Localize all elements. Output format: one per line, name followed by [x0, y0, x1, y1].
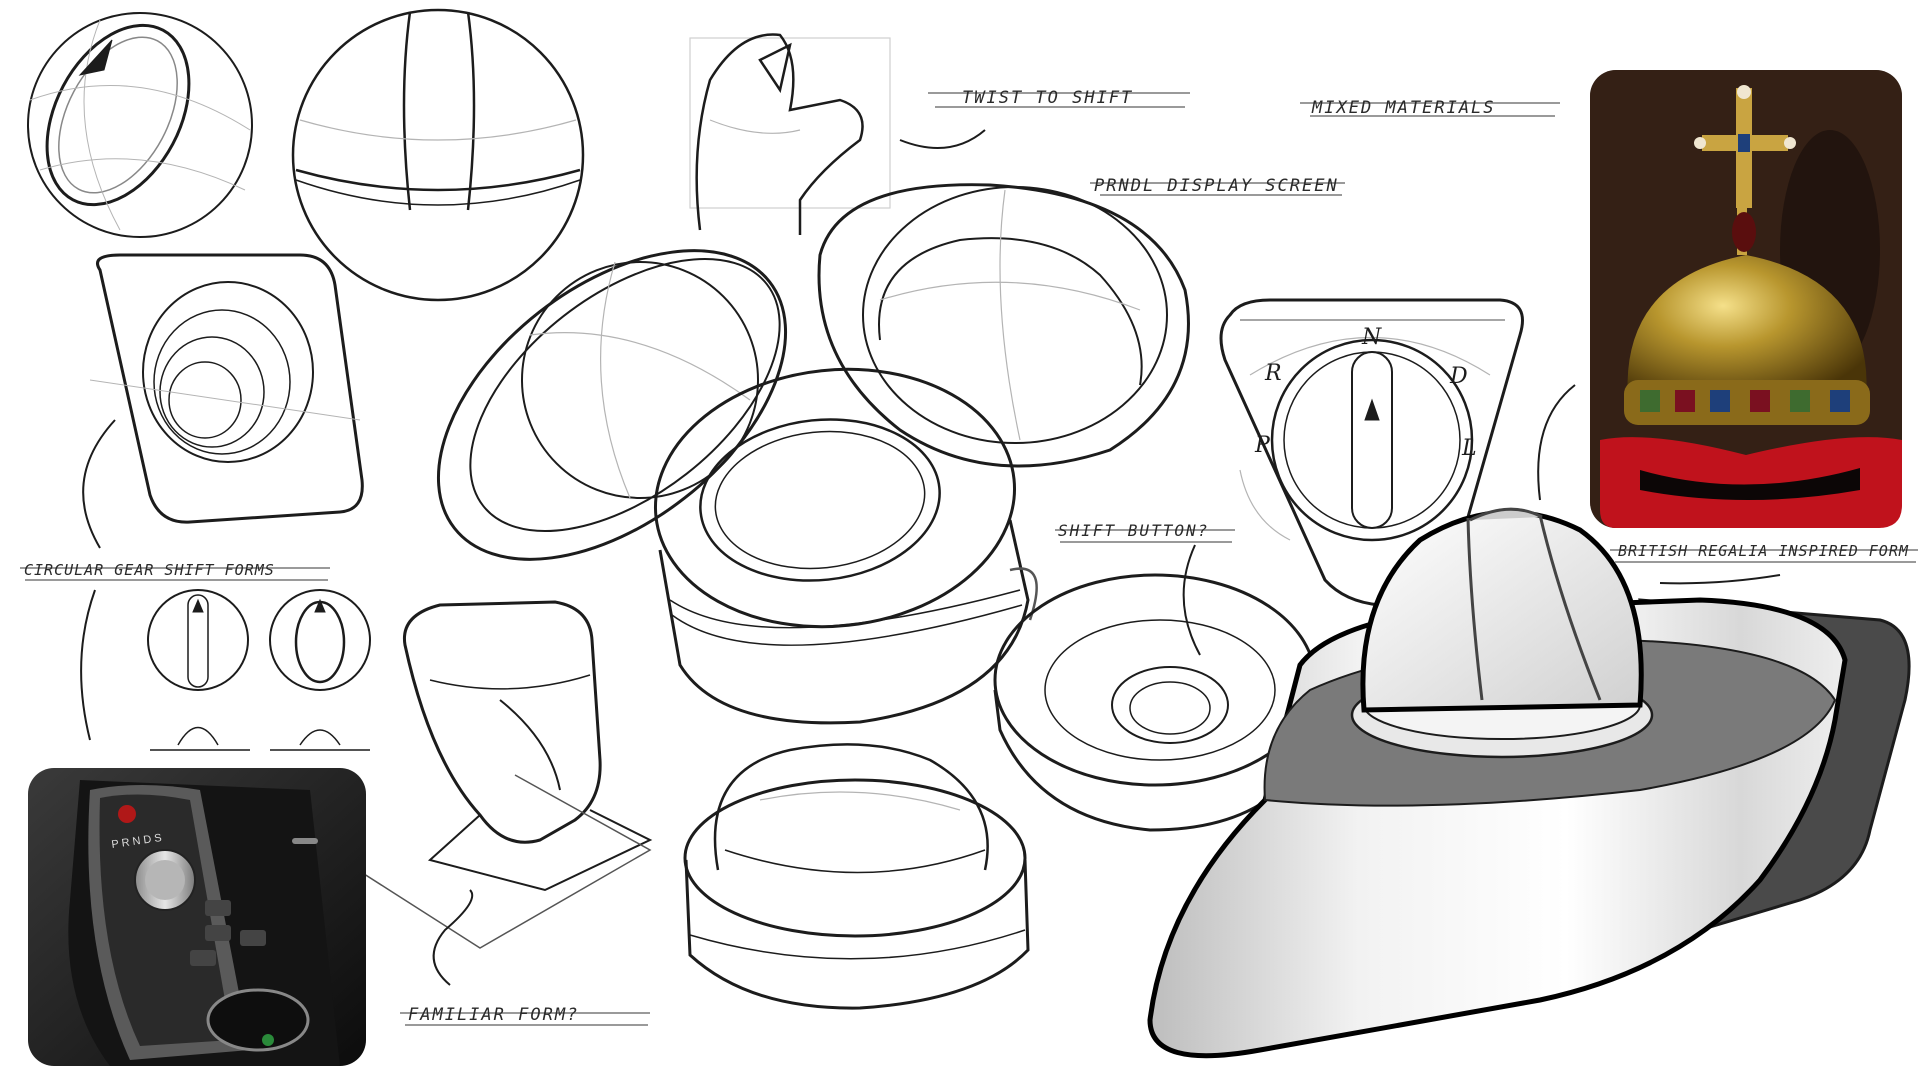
dial-letter-l: L	[1461, 436, 1477, 461]
annotation-circular-forms: CIRCULAR GEAR SHIFT FORMS	[24, 561, 275, 579]
dial-letter-d: D	[1449, 364, 1468, 389]
annotation-prndl-display: PRNDL DISPLAY SCREEN	[1094, 176, 1339, 196]
console-buttons	[190, 900, 266, 966]
annotation-twist-to-shift: TWIST TO SHIFT	[962, 88, 1134, 108]
dial-letter-p: P	[1254, 433, 1271, 458]
shift-button-arrow	[1182, 544, 1201, 656]
annotation-shift-button: SHIFT BUTTON?	[1058, 521, 1210, 540]
annotation-mixed-materials: MIXED MATERIALS	[1312, 98, 1496, 118]
annotation-rules	[20, 92, 1918, 1026]
regalia-render	[1147, 507, 1911, 1059]
circular-forms-arrow	[80, 589, 96, 741]
circular-forms-row	[147, 589, 371, 751]
cylinder-knob-sketch	[653, 367, 1038, 725]
dial-letter-n: N	[1361, 325, 1382, 350]
console-photo: P R N D S	[28, 768, 366, 1066]
annotation-british-regalia: BRITISH REGALIA INSPIRED FORM	[1618, 542, 1909, 560]
tilted-orb-sketch	[436, 249, 788, 561]
prndl-letters: N R D P L	[1254, 325, 1477, 461]
square-dial-arrow	[82, 419, 116, 549]
regalia-arrow-down	[1537, 384, 1576, 501]
annotation-familiar-form: FAMILIAR FORM?	[408, 1005, 580, 1025]
familiar-form-arrow	[432, 889, 474, 986]
square-dial-sketch	[89, 253, 364, 524]
hand-twist-sketch	[689, 33, 891, 235]
familiar-shifter-sketch	[349, 600, 653, 949]
dome-cylinder-sketch	[683, 743, 1030, 1010]
globe-sphere-sketch	[27, 12, 253, 238]
twist-arrow	[899, 129, 986, 149]
regalia-arrow-left	[1659, 574, 1781, 585]
orb-gems	[1640, 390, 1850, 412]
dial-letter-r: R	[1264, 361, 1282, 386]
banded-sphere-sketch	[291, 8, 585, 302]
oval-dome-sketch	[817, 183, 1190, 468]
royal-orb-photo	[1590, 70, 1902, 528]
